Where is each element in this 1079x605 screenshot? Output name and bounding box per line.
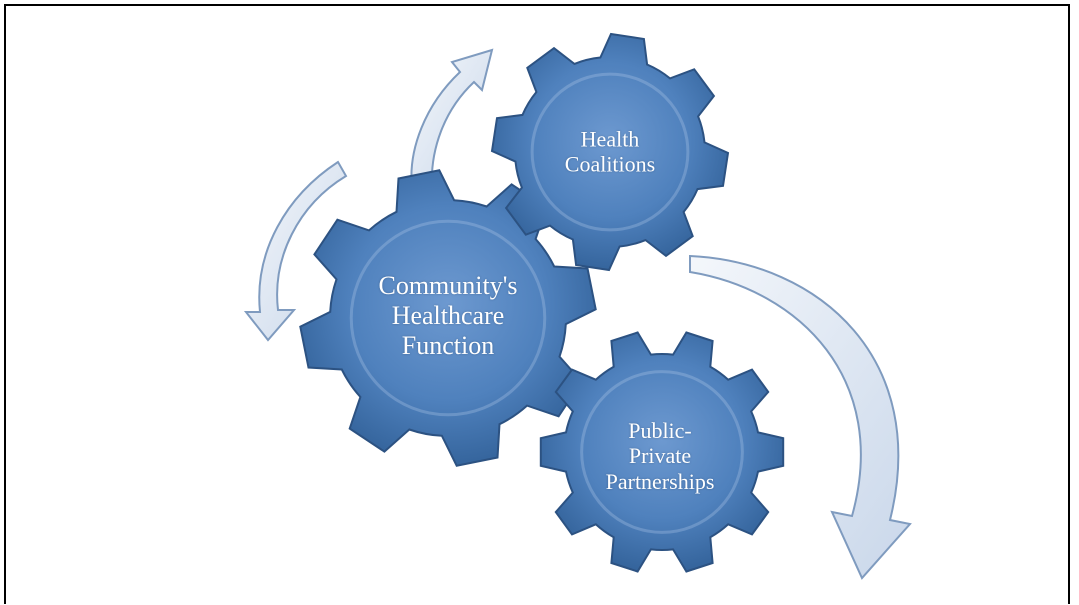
- label-line: Private: [628, 443, 692, 469]
- gear-highlight: [580, 370, 744, 534]
- label-line: Community's: [378, 271, 518, 301]
- gear-label-health-coalitions: Health Coalitions: [565, 127, 655, 178]
- gear-label-community-healthcare: Community's Healthcare Function: [378, 271, 517, 361]
- gear-body: [539, 331, 785, 573]
- label-line: Partnerships: [605, 468, 715, 494]
- gear-health-coalitions: [490, 32, 730, 272]
- label-line: Function: [401, 330, 495, 360]
- label-line: Health: [580, 126, 640, 152]
- arrow-left: [243, 160, 348, 342]
- diagram-frame: [4, 4, 1070, 604]
- arrow-top-left: [410, 48, 494, 189]
- gear-community-healthcare: [299, 169, 597, 467]
- gear-body: [490, 32, 730, 272]
- gear-highlight: [530, 72, 690, 232]
- label-line: Coalitions: [564, 152, 656, 177]
- label-line: Public-: [628, 418, 692, 444]
- gear-public-private: [539, 331, 785, 573]
- gear-highlight: [349, 219, 547, 417]
- gear-label-public-private: Public- Private Partnerships: [606, 418, 715, 494]
- gear-body: [299, 169, 597, 467]
- label-line: Healthcare: [391, 301, 505, 331]
- arrow-right: [689, 254, 912, 580]
